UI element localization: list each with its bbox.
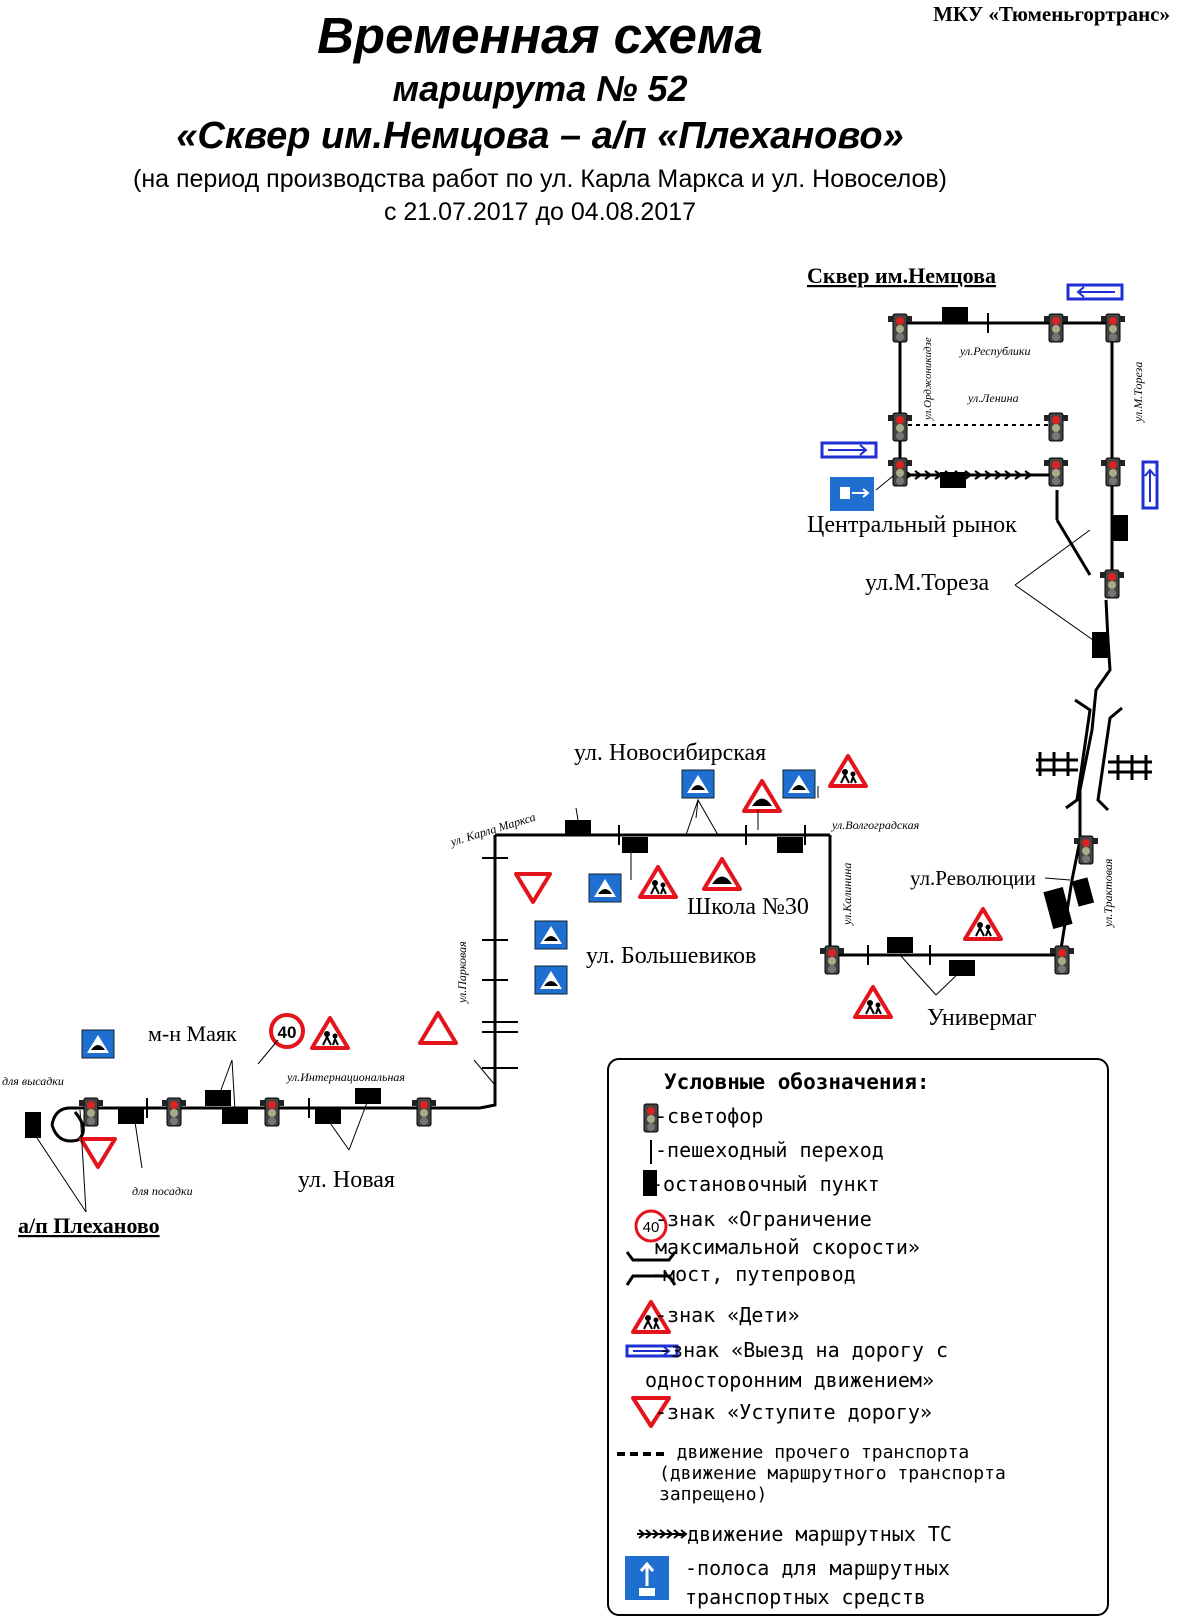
school-label: Школа №30 <box>687 894 809 920</box>
legend-stop-icon <box>643 1170 657 1196</box>
leader-lines <box>34 529 1094 1213</box>
toreza-stop-label: ул.М.Тореза <box>865 570 990 596</box>
svg-text:40: 40 <box>643 1219 660 1236</box>
period-dates: с 21.07.2017 до 04.08.2017 <box>383 198 697 226</box>
legend-bus-lane-icon <box>625 1556 669 1600</box>
legend: Условные обозначения: 40 <box>607 1058 1109 1616</box>
street-toreza: ул.М.Тореза <box>1131 362 1145 423</box>
legend-traffic-light: -светофор <box>655 1104 764 1128</box>
route-number: маршрута № 52 <box>392 68 688 109</box>
legend-bus-lane-2: транспортных средств <box>685 1585 926 1609</box>
legend-dashed-1: - движение прочего транспорта <box>655 1442 970 1463</box>
bus-lane-sign <box>830 475 894 511</box>
novaya-label: ул. Новая <box>298 1167 395 1193</box>
legend-bridge: -мост, путепровод <box>651 1262 856 1286</box>
bus-stops <box>25 307 1128 1138</box>
legend-one-way-1: -знак «Выезд на дорогу с <box>659 1338 948 1362</box>
dlya-posadki-label: для посадки <box>132 1184 193 1198</box>
map-labels: Сквер им.Немцова ул.Республики ул.Ленина… <box>2 263 1145 1238</box>
univermag-label: Универмаг <box>927 1005 1037 1031</box>
one-way-signs <box>820 283 1159 510</box>
legend-one-way-2: односторонним движением» <box>645 1368 934 1392</box>
organization-label: МКУ «Тюменьгортранс» <box>933 2 1170 26</box>
street-internatsionalnaya: ул.Интернациональная <box>286 1070 405 1084</box>
revolyutsii-label: ул.Революции <box>910 866 1036 890</box>
route-line <box>50 321 1114 1143</box>
legend-dashed-2: (движение маршрутного транспорта <box>659 1463 1006 1484</box>
legend-bus-lane-1: -полоса для маршрутных <box>685 1556 950 1580</box>
legend-route-arrows-icon <box>637 1529 688 1539</box>
speed-limit-value: 40 <box>278 1023 297 1042</box>
legend-speed-1: -знак «Ограничение <box>655 1207 872 1231</box>
legend-bridge-icon <box>625 1251 677 1286</box>
legend-traffic-light-icon <box>643 1103 659 1133</box>
market-route-arrows <box>900 470 1050 480</box>
legend-yield: -знак «Уступите дорогу» <box>655 1400 932 1424</box>
street-traktovaya: ул.Трактовая <box>1101 858 1115 928</box>
period-note: (на период производства работ по ул. Кар… <box>133 165 947 193</box>
terminal-north-label: Сквер им.Немцова <box>807 263 996 288</box>
legend-stop: -остановочный пункт <box>651 1172 880 1196</box>
page-title: Временная схема <box>317 7 763 64</box>
street-kalinina: ул.Калинина <box>840 863 854 926</box>
legend-symbols: 40 <box>617 1103 688 1600</box>
mayak-label: м-н Маяк <box>148 1021 237 1046</box>
dlya-vysadki-label: для высадки <box>2 1074 64 1088</box>
central-market-label: Центральный рынок <box>807 512 1017 538</box>
legend-kids: -знак «Дети» <box>655 1303 800 1327</box>
legend-title: Условные обозначения: <box>664 1070 930 1094</box>
legend-speed-2: максимальной скорости» <box>655 1235 920 1259</box>
street-karla-marksa: ул. Карла Маркса <box>448 810 537 849</box>
road-signs: 40 <box>79 754 1003 1169</box>
street-lenina: ул.Ленина <box>967 391 1019 405</box>
legend-yield-icon <box>631 1396 671 1428</box>
terminal-south-label: а/п Плеханово <box>18 1213 160 1238</box>
bridge-icon <box>1036 698 1152 812</box>
legend-route-arrows: -движение маршрутных ТС <box>675 1522 952 1546</box>
bolshevikov-label: ул. Большевиков <box>586 943 756 969</box>
street-ordzhonikidze: ул.Орджоникидзе <box>922 337 934 421</box>
legend-crossing: -пешеходный переход <box>655 1138 884 1162</box>
route-name: «Сквер им.Немцова – а/п «Плеханово» <box>176 115 904 157</box>
novosibirskaya-label: ул. Новосибирская <box>574 740 766 766</box>
legend-dashed-3: запрещено) <box>659 1484 768 1505</box>
street-parkovaya: ул.Парковая <box>455 941 469 1004</box>
legend-one-way-icon <box>625 1344 679 1358</box>
legend-kids-icon <box>631 1300 671 1334</box>
street-volgogradskaya: ул.Волгоградская <box>831 818 920 832</box>
legend-speed-icon: 40 <box>634 1209 668 1243</box>
street-respubliki: ул.Республики <box>959 344 1031 358</box>
